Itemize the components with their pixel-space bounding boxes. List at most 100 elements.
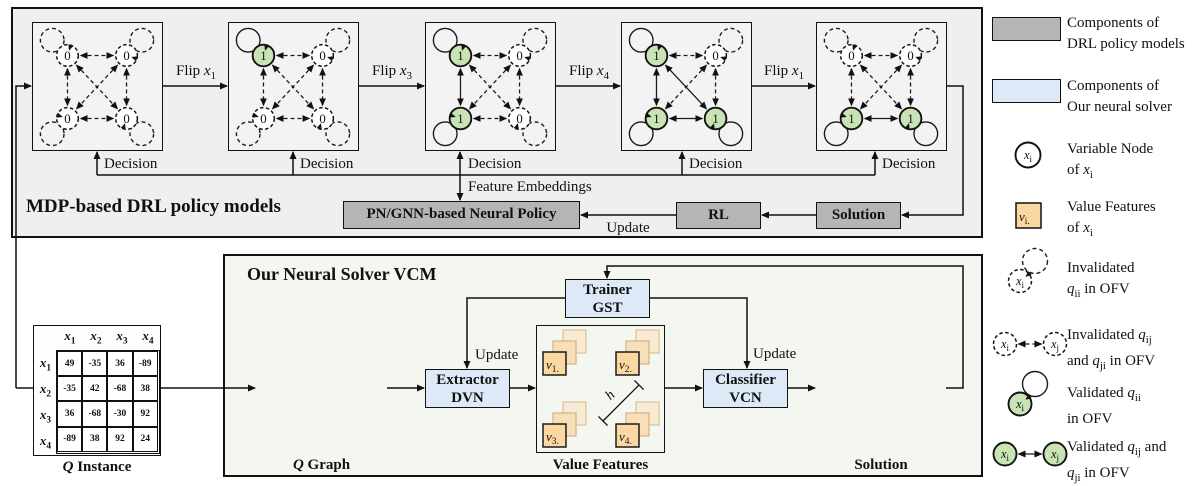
classifier-line1: Classifier xyxy=(715,372,776,388)
decision-label-4: Decision xyxy=(689,156,743,172)
legend-glyph-val-qij: xi xj xyxy=(992,441,1068,467)
value-features-box: v1.v2.v3.v4.h xyxy=(536,325,665,453)
graph-node xyxy=(448,106,473,131)
q-matrix-cell: -30 xyxy=(107,401,133,427)
svg-text:v3.: v3. xyxy=(546,429,559,447)
update-label-classifier: Update xyxy=(753,346,797,362)
mdp-panel-title: MDP-based DRL policy models xyxy=(26,196,281,217)
svg-text:1: 1 xyxy=(260,49,266,63)
svg-text:xi: xi xyxy=(1015,274,1025,290)
graph-node xyxy=(644,106,669,131)
graph-node xyxy=(703,106,728,131)
q-row-header: x1 xyxy=(39,355,52,374)
graph-node xyxy=(114,106,139,131)
q-matrix-cell: -68 xyxy=(82,401,108,427)
decision-label-5: Decision xyxy=(882,156,936,172)
svg-text:1: 1 xyxy=(712,112,718,126)
legend-swatch-solver xyxy=(992,79,1061,103)
graph-node xyxy=(310,106,335,131)
svg-text:1: 1 xyxy=(653,49,659,63)
q-matrix-cell: 92 xyxy=(107,426,133,452)
q-matrix-cell: 49 xyxy=(57,351,83,377)
neural-policy-box: PN/GNN-based Neural Policy xyxy=(343,201,580,229)
graph-node xyxy=(55,106,80,131)
q-matrix-cell: -68 xyxy=(107,376,133,402)
q-row-header: x3 xyxy=(39,407,52,426)
legend-glyph-value-feat: vi. xyxy=(1015,202,1042,229)
legend-swatch-drl xyxy=(992,17,1061,41)
classifier-box: Classifier VCN xyxy=(703,369,788,408)
graph-node xyxy=(839,43,864,68)
value-feature-4 xyxy=(615,423,640,448)
q-matrix-cell: 24 xyxy=(132,426,158,452)
svg-text:1: 1 xyxy=(653,112,659,126)
flip-label-3: Flip x4 xyxy=(568,63,609,82)
svg-text:v4.: v4. xyxy=(619,429,632,447)
q-col-header: x3 xyxy=(116,328,128,347)
graph-node xyxy=(507,106,532,131)
graph-node xyxy=(114,43,139,68)
svg-text:0: 0 xyxy=(123,112,129,126)
svg-text:0: 0 xyxy=(319,49,325,63)
svg-text:0: 0 xyxy=(319,112,325,126)
svg-text:xi: xi xyxy=(1015,397,1025,413)
trainer-box: Trainer GST xyxy=(565,279,650,318)
flip-label-1: Flip x1 xyxy=(175,63,216,82)
graph-node xyxy=(448,43,473,68)
svg-text:0: 0 xyxy=(64,49,70,63)
svg-text:0: 0 xyxy=(712,49,718,63)
mdp-state-graph-4: 1 0 1 1 xyxy=(621,22,752,151)
svg-text:0: 0 xyxy=(516,49,522,63)
q-row-header: x2 xyxy=(39,381,52,400)
extractor-box: Extractor DVN xyxy=(425,369,510,408)
svg-text:1: 1 xyxy=(907,112,913,126)
classifier-line2: VCN xyxy=(729,390,762,406)
decision-label-2: Decision xyxy=(300,156,354,172)
svg-text:0: 0 xyxy=(260,112,266,126)
q-matrix-cell: -89 xyxy=(57,426,83,452)
mdp-state-graph-2: 1 0 0 0 xyxy=(228,22,359,151)
graph-node xyxy=(898,43,923,68)
extractor-line2: DVN xyxy=(451,390,484,406)
q-col-header: x2 xyxy=(90,328,102,347)
graph-node xyxy=(310,43,335,68)
q-matrix-cell: 36 xyxy=(57,401,83,427)
svg-text:0: 0 xyxy=(123,49,129,63)
q-matrix-cell: -89 xyxy=(132,351,158,377)
trainer-line1: Trainer xyxy=(583,282,632,298)
graph-node xyxy=(507,43,532,68)
svg-text:0: 0 xyxy=(907,49,913,63)
svg-text:xi: xi xyxy=(1000,447,1010,463)
q-row-header: x4 xyxy=(39,433,52,452)
svg-text:1: 1 xyxy=(457,49,463,63)
q-matrix-cell: 38 xyxy=(132,376,158,402)
q-col-header: x4 xyxy=(142,328,154,347)
value-features-canvas: v1.v2.v3.v4.h xyxy=(542,329,660,448)
decision-label-1: Decision xyxy=(104,156,158,172)
svg-text:xj: xj xyxy=(1050,447,1059,463)
q-graph-caption: Q Graph xyxy=(292,457,351,473)
flip-label-2: Flip x3 xyxy=(371,63,412,82)
feature-embeddings-label: Feature Embeddings xyxy=(468,179,592,195)
svg-text:0: 0 xyxy=(516,112,522,126)
value-feature-3 xyxy=(542,423,567,448)
rl-box: RL xyxy=(676,202,761,229)
q-matrix-cell: 42 xyxy=(82,376,108,402)
svg-text:xj: xj xyxy=(1050,337,1059,353)
q-matrix-cell: 36 xyxy=(107,351,133,377)
vcm-panel-title: Our Neural Solver VCM xyxy=(247,264,437,284)
